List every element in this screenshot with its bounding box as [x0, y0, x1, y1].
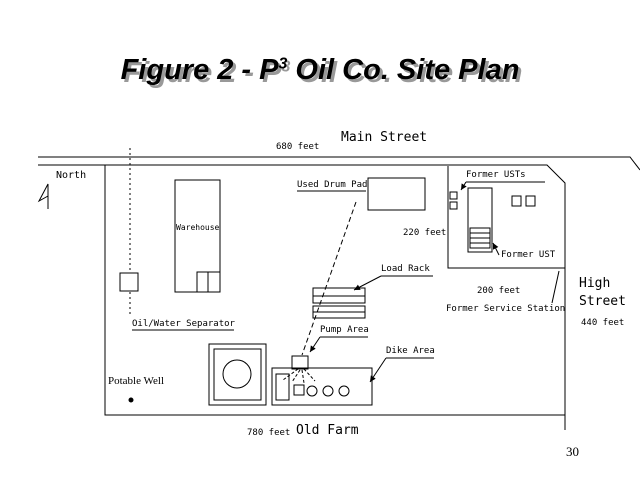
former-service-station-label: Former Service Station	[446, 304, 566, 314]
figure-title: Figure 2 - P3 Oil Co. Site Plan	[0, 54, 640, 87]
pump-islands	[511, 195, 536, 207]
warehouse-building	[174, 179, 221, 293]
potable-well-marker	[128, 397, 134, 403]
figure-title-superscript: 3	[278, 55, 288, 73]
high-street-label-line1: High	[579, 276, 611, 291]
dimension-service-station-side: 220 feet	[403, 228, 447, 238]
used-drum-pad-label: Used Drum Pad	[297, 180, 368, 190]
high-street-label-line2: Street	[579, 294, 626, 309]
former-ust-label: Former UST	[501, 250, 556, 260]
north-arrow	[37, 183, 49, 209]
service-station-parcel-boundary	[447, 166, 565, 269]
dike-structure	[271, 367, 373, 406]
dimension-main-street: 680 feet	[276, 142, 320, 152]
pump-area-label: Pump Area	[320, 325, 369, 335]
north-label: North	[56, 170, 87, 181]
dimension-old-farm-side: 780 feet	[247, 428, 291, 438]
dike-area-label: Dike Area	[386, 346, 435, 356]
tank-containment	[208, 343, 267, 406]
site-boundary	[104, 165, 565, 416]
load-rack-label: Load Rack	[381, 264, 430, 274]
dimension-service-station-front: 200 feet	[477, 286, 521, 296]
figure-title-prefix: Figure 2 - P	[120, 54, 279, 86]
roads	[38, 156, 640, 430]
potable-well-label: Potable Well	[108, 375, 165, 387]
used-drum-pad-outline	[367, 177, 426, 211]
service-station-building	[467, 187, 493, 253]
figure-title-suffix: Oil Co. Site Plan	[287, 54, 520, 86]
oil-water-separator-box	[119, 272, 139, 292]
oil-water-separator-label: Oil/Water Separator	[132, 319, 235, 329]
leader-lines	[132, 181, 560, 383]
dashed-pipelines	[129, 148, 357, 384]
page-number: 30	[566, 444, 579, 459]
warehouse-label: Warehouse	[176, 223, 220, 232]
old-farm-label: Old Farm	[296, 423, 359, 438]
dimension-high-street: 440 feet	[581, 318, 625, 328]
main-street-label: Main Street	[341, 130, 428, 145]
load-rack-structure	[312, 287, 366, 319]
pump-structure	[291, 355, 309, 370]
former-usts-label: Former USTs	[466, 170, 526, 180]
former-usts-tanks	[449, 191, 458, 210]
